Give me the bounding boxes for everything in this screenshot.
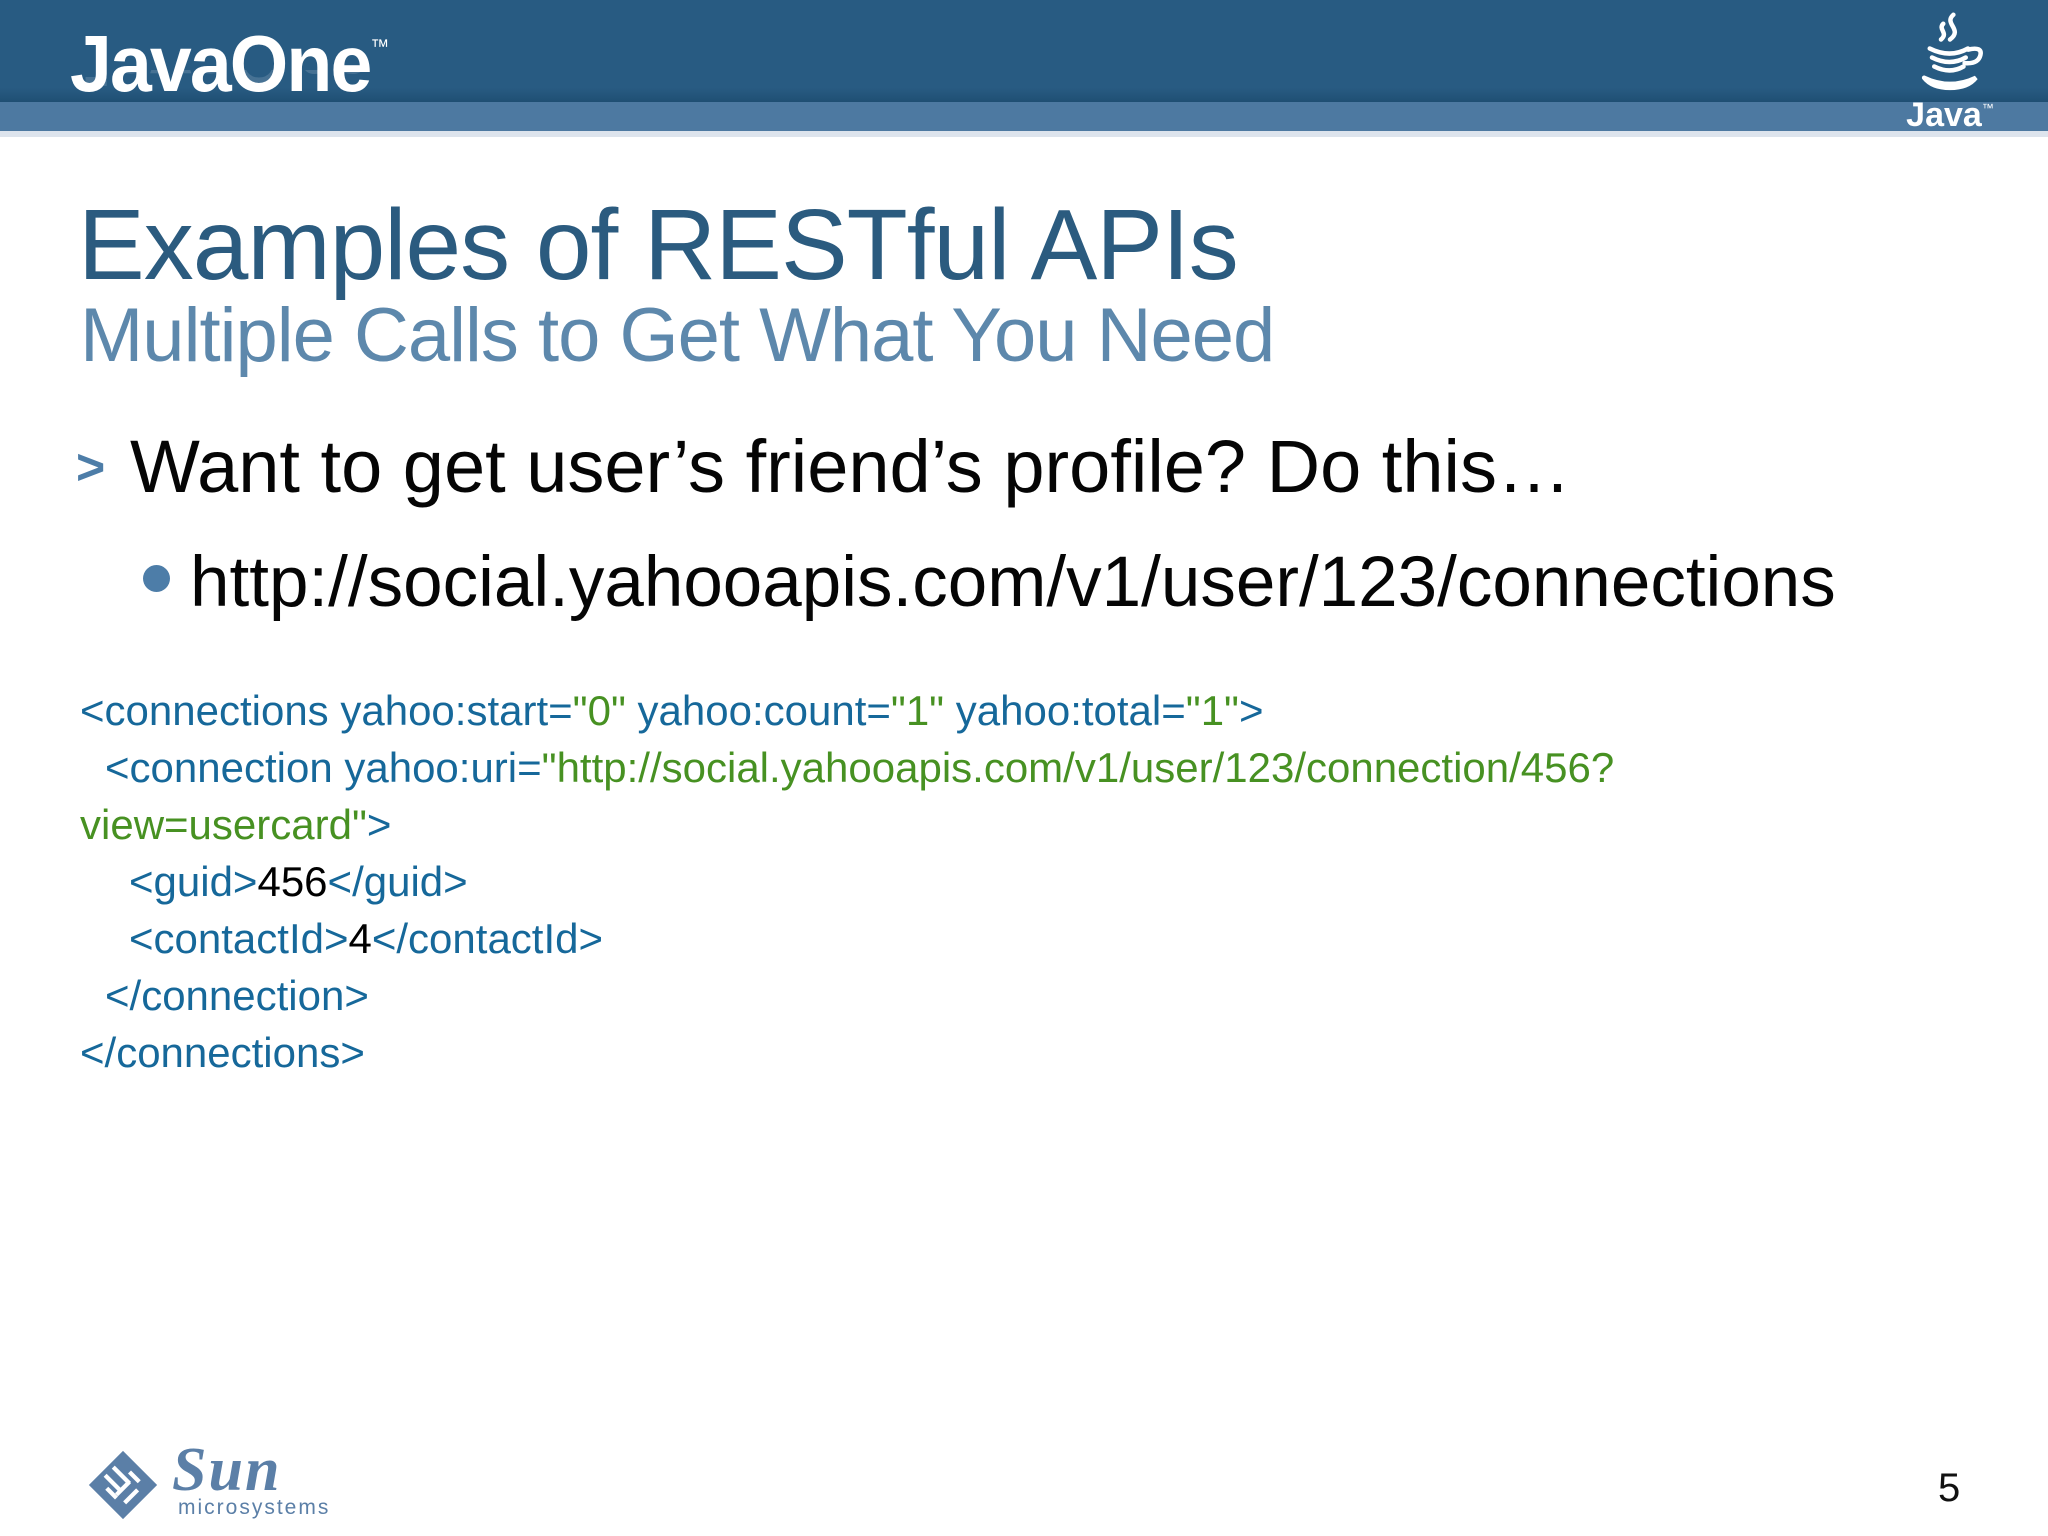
javaone-logo-text: JavaOne — [70, 19, 372, 108]
code-line: <guid>456</guid> — [80, 853, 1614, 910]
code-segment-val: "http://social.yahooapis.com/v1/user/123… — [541, 744, 1615, 791]
code-segment-tag: </guid> — [327, 858, 468, 905]
code-segment-tag: </connection> — [105, 972, 369, 1019]
javaone-logo: JavaOne™ — [70, 18, 389, 110]
code-segment-tag: yahoo:count= — [625, 687, 891, 734]
code-line: </connections> — [80, 1024, 1614, 1081]
header-bar: JavaOne JavaOne™ Java™ — [0, 0, 2048, 137]
code-segment-text: 4 — [348, 915, 372, 962]
header-dark-band — [0, 0, 2048, 102]
javaone-trademark: ™ — [370, 36, 390, 58]
sun-wordmark: Sun microsystems — [172, 1436, 331, 1520]
code-segment-tag: <connection yahoo:uri= — [105, 744, 542, 791]
java-logo-trademark: ™ — [1981, 101, 1994, 115]
sun-logo-subtext: microsystems — [178, 1496, 331, 1519]
header-light-strip — [0, 102, 2048, 131]
sun-diamond-icon — [88, 1450, 158, 1520]
dot-bullet-icon — [143, 565, 170, 592]
page-number: 5 — [1938, 1466, 1961, 1510]
bullet-text: http://social.yahooapis.com/v1/user/123/… — [190, 543, 1836, 622]
page-title: Examples of RESTful APIs — [78, 189, 1239, 301]
code-line: view=usercard"> — [80, 796, 1614, 853]
chevron-bullet-icon: > — [76, 439, 106, 495]
code-segment-tag: > — [1238, 687, 1264, 734]
java-logo: Java™ — [1900, 10, 2000, 135]
code-segment-val: "0" — [572, 687, 626, 734]
sun-logo: Sun microsystems — [84, 1436, 331, 1524]
code-segment-tag: > — [366, 801, 392, 848]
code-line: <connection yahoo:uri="http://social.yah… — [80, 739, 1614, 796]
code-segment-tag: </connections> — [80, 1029, 365, 1076]
bullet-text: Want to get user’s friend’s profile? Do … — [130, 425, 1571, 508]
code-segment-tag: <contactId> — [129, 915, 349, 962]
code-segment-val: view=usercard" — [80, 801, 367, 848]
page-subtitle: Multiple Calls to Get What You Need — [80, 293, 1275, 378]
java-coffee-cup-icon — [1921, 12, 1983, 91]
code-segment-val: "1" — [890, 687, 945, 734]
code-segment-text: 456 — [257, 858, 328, 905]
code-segment-tag: </contactId> — [371, 915, 604, 962]
code-line: <connections yahoo:start="0" yahoo:count… — [80, 682, 1614, 739]
code-line: </connection> — [80, 967, 1614, 1024]
code-line: <contactId>4</contactId> — [80, 910, 1614, 967]
java-logo-label: Java — [1906, 96, 1982, 134]
code-block: <connections yahoo:start="0" yahoo:count… — [80, 682, 1614, 1081]
code-segment-val: "1" — [1185, 687, 1239, 734]
code-segment-tag: <guid> — [129, 858, 258, 905]
code-segment-tag: <connections yahoo:start= — [80, 687, 573, 734]
sun-logo-text: Sun — [172, 1436, 282, 1504]
code-segment-tag: yahoo:total= — [944, 687, 1186, 734]
header-pale-line — [0, 131, 2048, 137]
